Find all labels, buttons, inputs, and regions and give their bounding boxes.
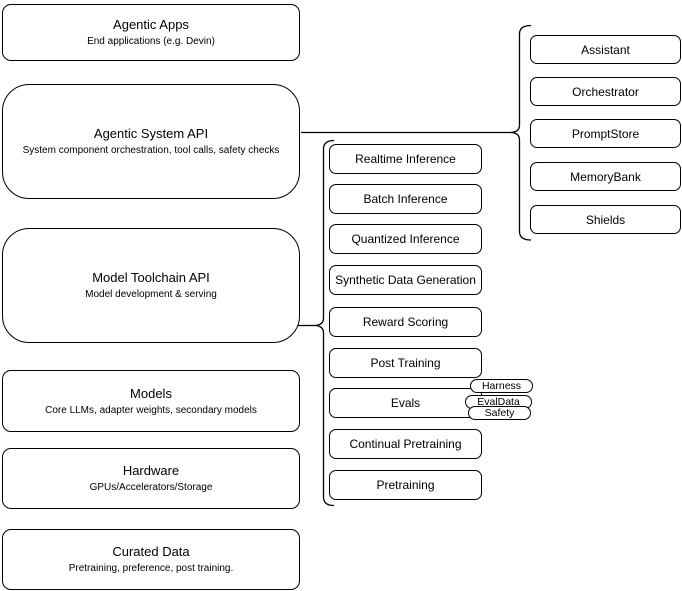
node-hardware: Hardware GPUs/Accelerators/Storage: [2, 448, 300, 509]
node-agentic-system-api: Agentic System API System component orch…: [2, 84, 300, 199]
node-label: Synthetic Data Generation: [335, 273, 476, 287]
tag-label: Safety: [484, 407, 515, 419]
node-subtitle: Pretraining, preference, post training.: [68, 563, 234, 574]
node-subtitle: End applications (e.g. Devin): [87, 36, 215, 47]
node-label: Continual Pretraining: [349, 437, 462, 451]
node-title: Model Toolchain API: [92, 270, 210, 285]
node-subtitle: System component orchestration, tool cal…: [22, 145, 280, 156]
node-label: Post Training: [370, 356, 441, 370]
node-label: Batch Inference: [363, 192, 448, 206]
node-title: Agentic System API: [93, 126, 209, 141]
node-label: Evals: [390, 396, 421, 410]
node-batch-inference: Batch Inference: [329, 184, 482, 214]
node-subtitle: Model development & serving: [85, 289, 217, 300]
node-continual-pretraining: Continual Pretraining: [329, 429, 482, 459]
node-title: Models: [130, 385, 172, 401]
node-label: MemoryBank: [570, 169, 641, 184]
node-subtitle: GPUs/Accelerators/Storage: [89, 482, 213, 493]
tag-safety: Safety: [468, 406, 531, 420]
node-label: Shields: [585, 212, 626, 227]
toolchain-brace: [313, 139, 335, 507]
node-label: Pretraining: [376, 478, 435, 492]
node-promptstore: PromptStore: [530, 119, 681, 148]
node-label: Reward Scoring: [362, 315, 449, 329]
node-quantized-inference: Quantized Inference: [329, 224, 482, 254]
system-components-brace: [509, 24, 532, 241]
node-shields: Shields: [530, 205, 681, 234]
node-title: Agentic Apps: [113, 17, 189, 32]
node-subtitle: Core LLMs, adapter weights, secondary mo…: [45, 404, 257, 416]
node-memorybank: MemoryBank: [530, 162, 681, 191]
node-realtime-inference: Realtime Inference: [329, 144, 482, 174]
tag-label: Harness: [481, 380, 522, 392]
node-orchestrator: Orchestrator: [530, 77, 681, 106]
node-post-training: Post Training: [329, 348, 482, 378]
node-model-toolchain-api: Model Toolchain API Model development & …: [2, 228, 300, 343]
tag-label: EvalData: [477, 396, 520, 408]
node-label: Realtime Inference: [355, 152, 456, 166]
node-curated-data: Curated Data Pretraining, preference, po…: [2, 529, 300, 590]
tag-harness: Harness: [470, 379, 533, 393]
node-agentic-apps: Agentic Apps End applications (e.g. Devi…: [2, 4, 300, 61]
node-reward-scoring: Reward Scoring: [329, 307, 482, 337]
node-label: PromptStore: [571, 126, 640, 141]
node-synthetic-data-generation: Synthetic Data Generation: [329, 265, 482, 295]
node-evals: Evals: [329, 388, 482, 418]
node-label: Quantized Inference: [351, 232, 460, 246]
node-title: Hardware: [122, 463, 180, 478]
node-label: Orchestrator: [572, 84, 639, 99]
node-models: Models Core LLMs, adapter weights, secon…: [2, 370, 300, 432]
node-title: Curated Data: [112, 544, 190, 559]
node-pretraining: Pretraining: [329, 470, 482, 500]
node-assistant: Assistant: [530, 35, 681, 64]
node-label: Assistant: [581, 42, 630, 57]
